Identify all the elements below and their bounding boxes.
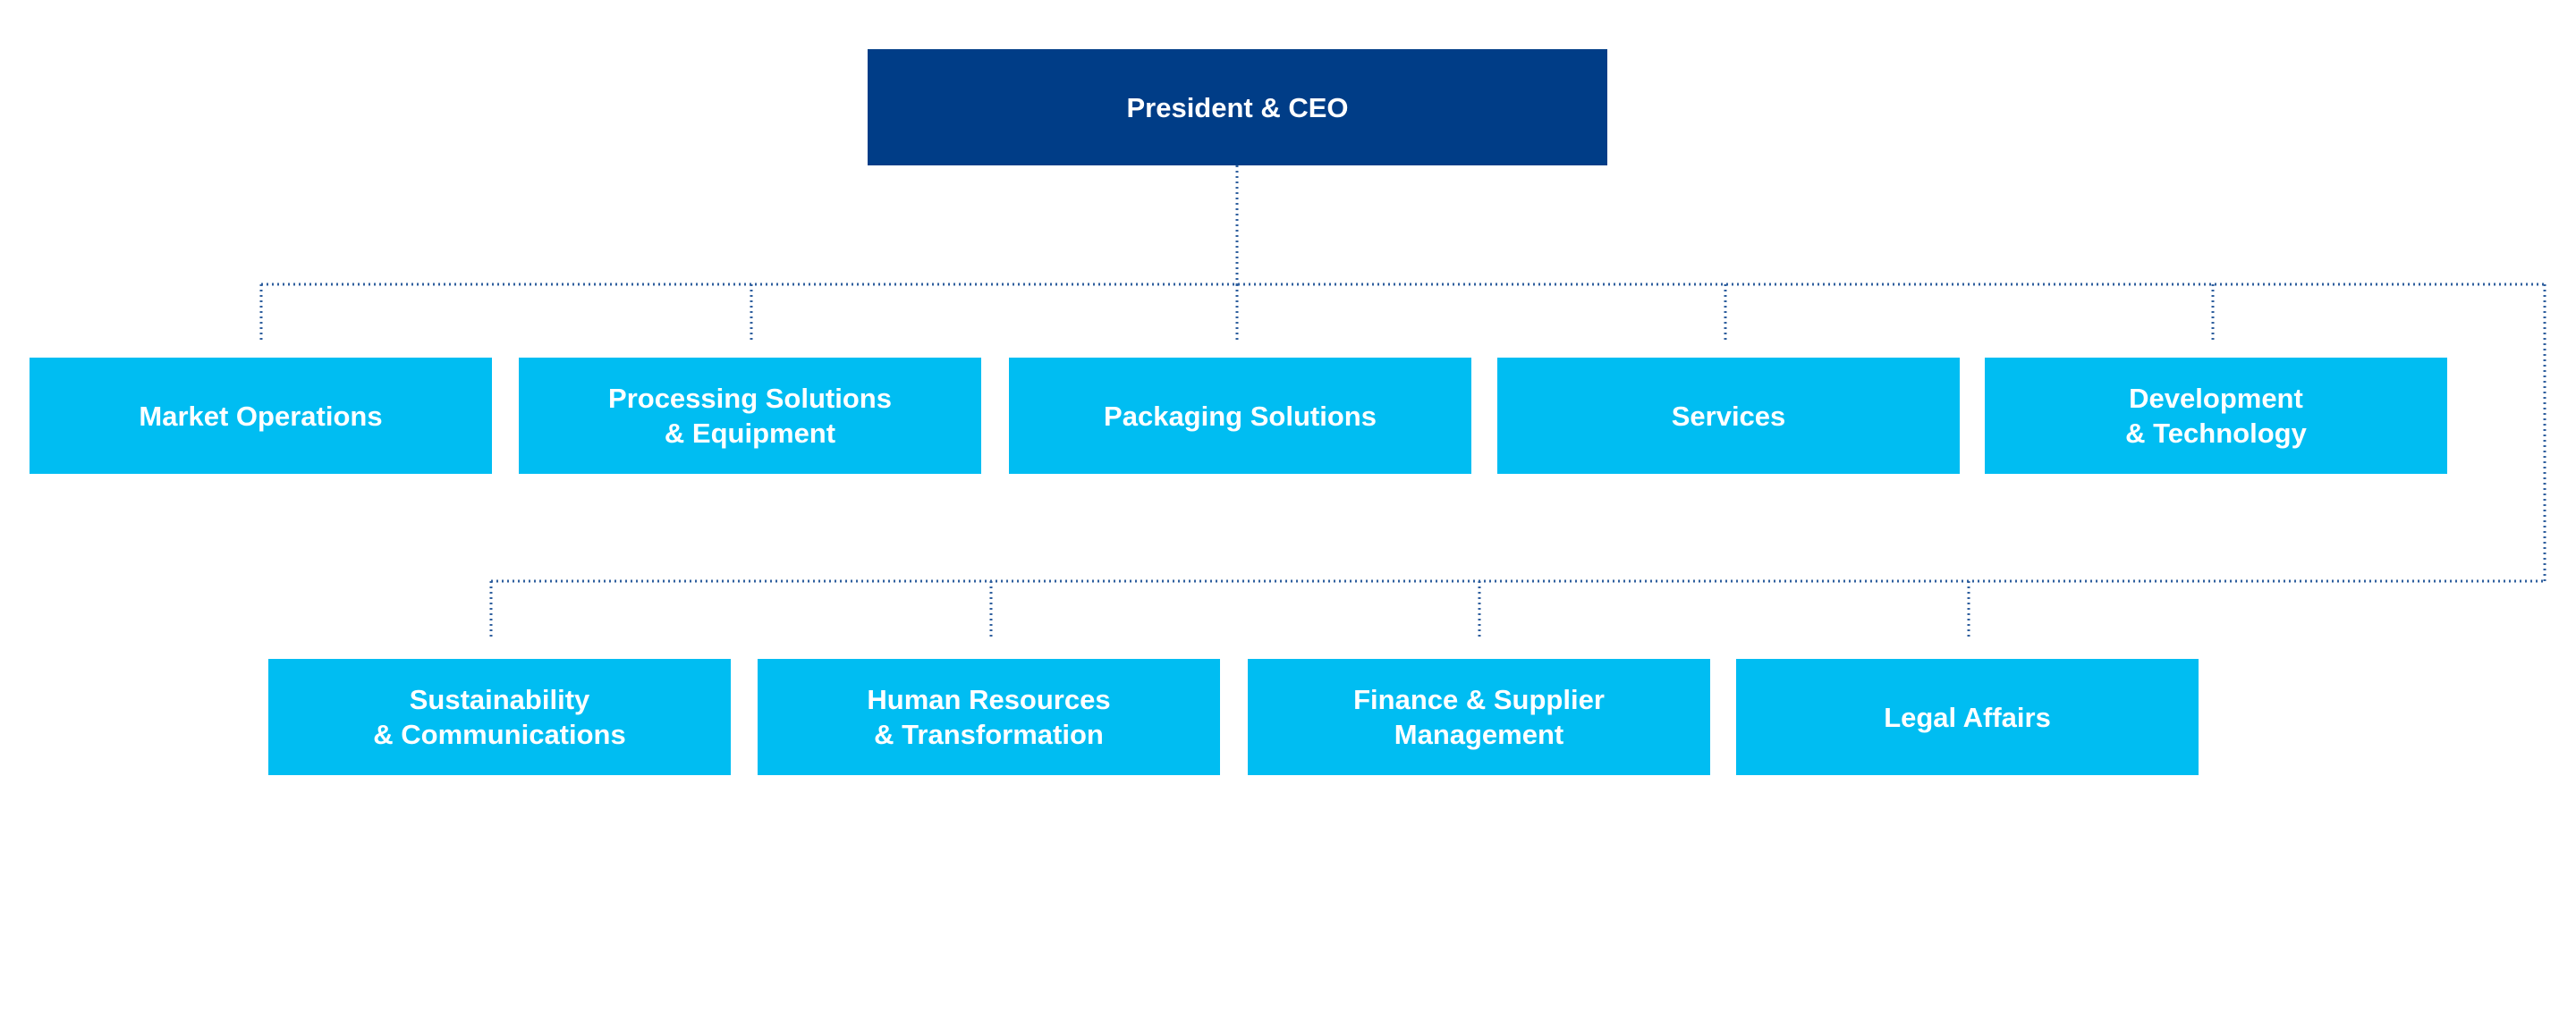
unit-processing-solutions: Processing Solutions & Equipment	[519, 358, 981, 474]
unit-packaging-solutions: Packaging Solutions	[1009, 358, 1471, 474]
ceo-box: President & CEO	[868, 49, 1607, 165]
unit-label: Market Operations	[139, 400, 383, 432]
unit-label: Packaging Solutions	[1104, 400, 1377, 432]
unit-market-operations: Market Operations	[30, 358, 492, 474]
ceo-label: President & CEO	[1126, 91, 1349, 123]
function-legal-affairs: Legal Affairs	[1736, 659, 2199, 775]
unit-services: Services	[1497, 358, 1960, 474]
function-label: Finance & Supplier Management	[1353, 684, 1605, 750]
unit-label: Development & Technology	[2125, 383, 2307, 449]
function-label: Sustainability & Communications	[373, 684, 626, 750]
function-label: Legal Affairs	[1884, 701, 2051, 733]
unit-development-technology: Development & Technology	[1985, 358, 2447, 474]
unit-label: Processing Solutions & Equipment	[608, 383, 892, 449]
unit-label: Services	[1671, 400, 1786, 432]
function-sustainability-communications: Sustainability & Communications	[268, 659, 731, 775]
function-finance-supplier-management: Finance & Supplier Management	[1248, 659, 1710, 775]
function-human-resources: Human Resources & Transformation	[758, 659, 1220, 775]
function-label: Human Resources & Transformation	[867, 684, 1111, 750]
